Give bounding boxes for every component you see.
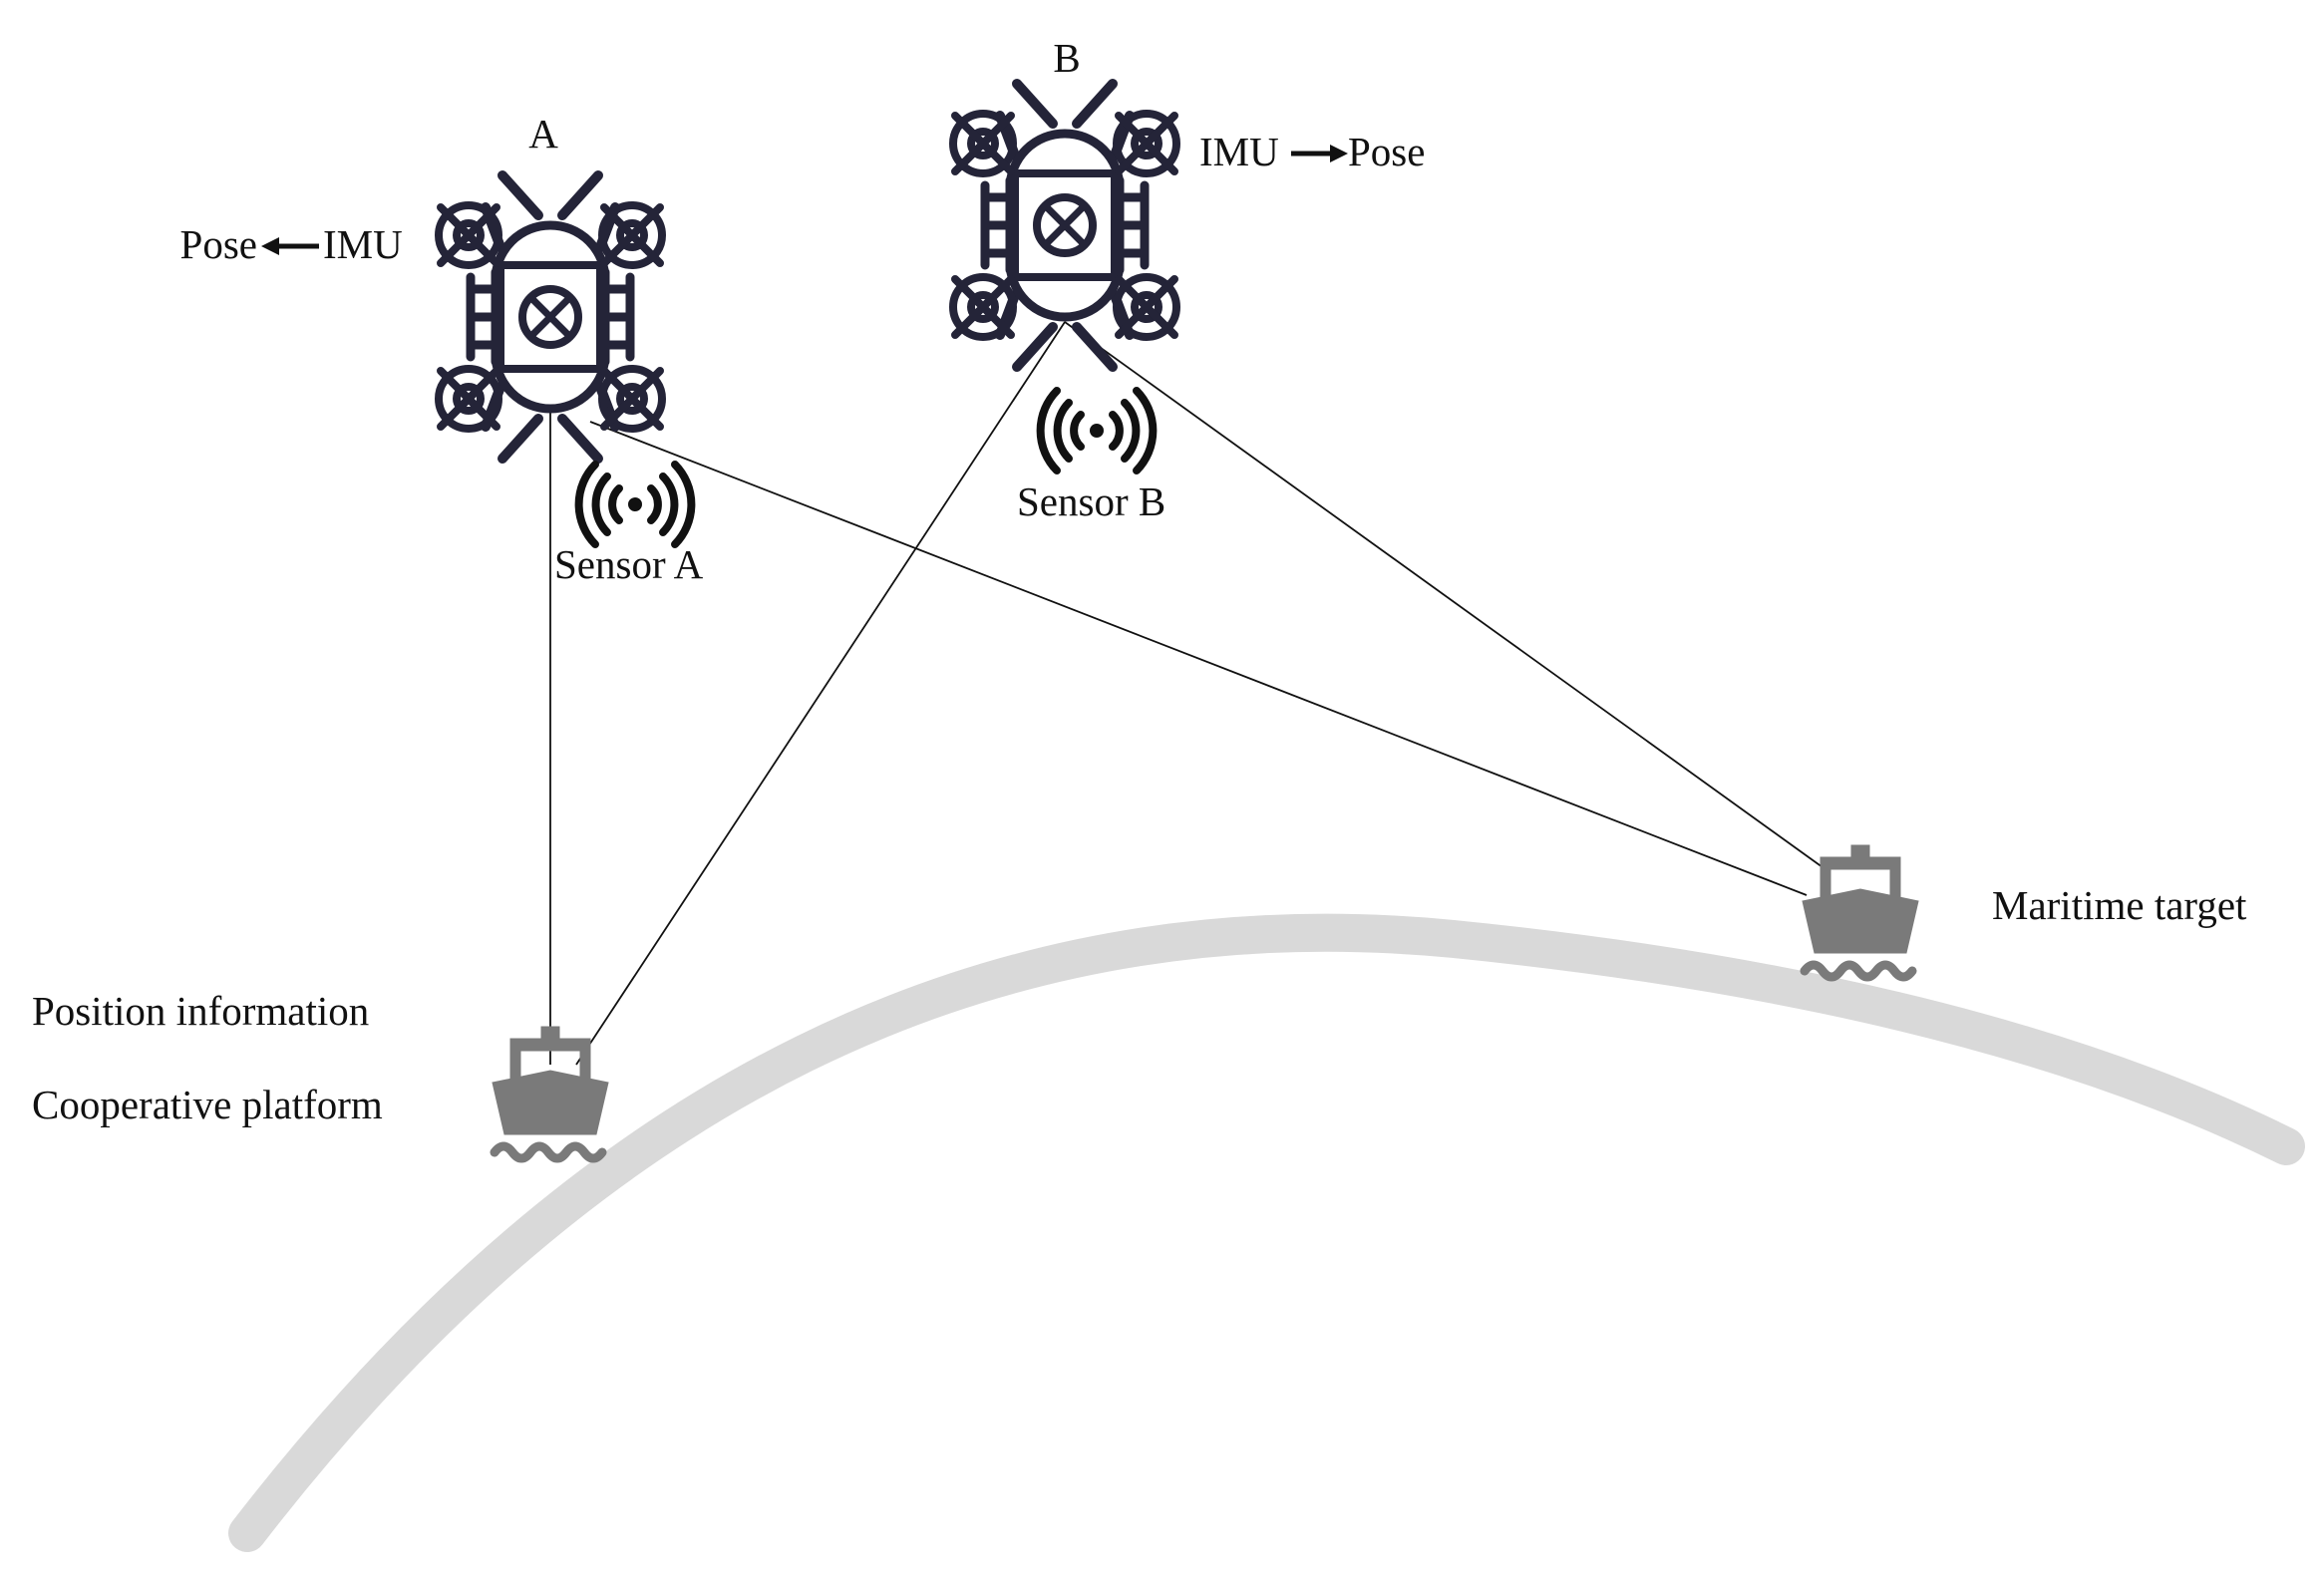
drone-b-imu-label: IMU [1199, 129, 1279, 174]
drone-b: B IMU Pose [953, 35, 1425, 367]
measurement-lines [549, 321, 1824, 1066]
sensor-b-label: Sensor B [1017, 478, 1165, 524]
sensor-b: Sensor B [1017, 391, 1165, 524]
position-information-label: Position information [32, 988, 369, 1034]
arrow-right-icon [1291, 145, 1348, 162]
cooperative-platform: Position information Cooperative platfor… [32, 988, 608, 1158]
line-b-to-target [1064, 321, 1824, 868]
drone-a-label: A [528, 111, 558, 157]
maritime-target-label: Maritime target [1992, 882, 2247, 928]
arrow-left-icon [261, 237, 319, 255]
drone-a-imu-label: IMU [323, 221, 403, 267]
cooperative-platform-label: Cooperative platform [32, 1082, 383, 1127]
maritime-target: Maritime target [1803, 845, 2247, 977]
earth-surface-arc [228, 913, 2305, 1552]
sensor-a-label: Sensor A [554, 541, 704, 587]
line-a-to-target [589, 421, 1808, 896]
drone-b-label: B [1053, 35, 1080, 81]
drone-a-pose-label: Pose [180, 221, 257, 267]
sensor-a: Sensor A [554, 465, 704, 587]
drone-b-icon [953, 84, 1176, 367]
drone-a: A Pose IMU [180, 111, 662, 459]
wireless-signal-icon [1041, 391, 1154, 471]
drone-b-pose-label: Pose [1348, 129, 1425, 174]
ship-icon [493, 1027, 608, 1158]
wireless-signal-icon [579, 465, 692, 544]
line-b-to-platform [575, 321, 1066, 1066]
